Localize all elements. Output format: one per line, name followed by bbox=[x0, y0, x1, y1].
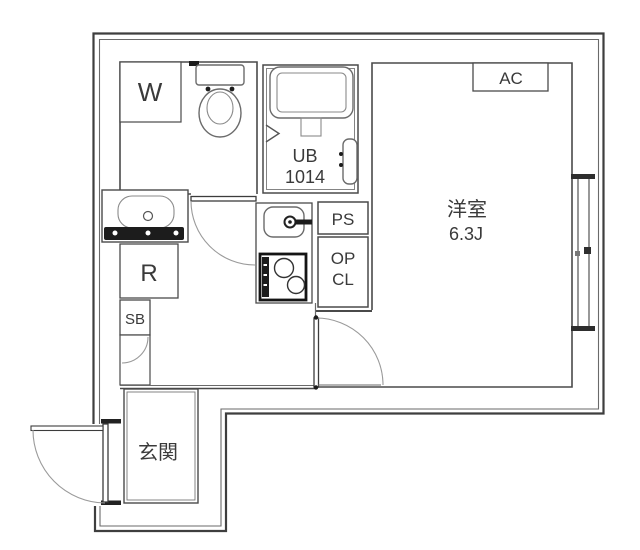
entrance-inner-wall bbox=[126, 391, 196, 501]
shoe-box-label: SB bbox=[125, 311, 145, 328]
pipe-space-label: PS bbox=[332, 210, 355, 229]
refrigerator-label: R bbox=[140, 260, 157, 287]
washer-label: W bbox=[138, 77, 163, 107]
western-room-size-label: 6.3J bbox=[449, 224, 483, 244]
western-room-door bbox=[313, 315, 384, 390]
perimeter-outer-line bbox=[92, 32, 605, 533]
refrigerator-space: R bbox=[119, 243, 179, 299]
western-room-label: 洋室 bbox=[447, 198, 487, 221]
washer-space bbox=[119, 61, 182, 123]
shoe-box-door-arc bbox=[121, 336, 149, 364]
hallway: R SB bbox=[101, 189, 316, 390]
bath-faucet-icon bbox=[300, 117, 322, 137]
entrance-door bbox=[30, 419, 121, 505]
washroom-door-leaf bbox=[190, 195, 257, 202]
western-room: AC 洋室 6.3J bbox=[313, 62, 595, 390]
pipe-space: PS bbox=[317, 201, 369, 235]
window-icon bbox=[571, 174, 595, 331]
perimeter-inner-line bbox=[98, 38, 600, 527]
unit-bath-label: UB bbox=[292, 146, 317, 166]
air-conditioner-label: AC bbox=[499, 69, 523, 88]
exterior-walls bbox=[92, 32, 605, 533]
western-room-walls bbox=[316, 62, 573, 388]
entrance-label: 玄関 bbox=[138, 441, 178, 464]
bathtub-icon bbox=[269, 66, 354, 119]
shoe-box: SB bbox=[119, 299, 151, 386]
unit-bath-size-label: 1014 bbox=[285, 167, 325, 187]
bath-basin-icon bbox=[339, 138, 358, 185]
unit-bath: UB 1014 bbox=[262, 64, 359, 194]
vanity-icon bbox=[101, 189, 189, 243]
washroom-door-arc bbox=[190, 200, 256, 266]
entrance-walls bbox=[123, 388, 199, 504]
kitchen-sink-icon bbox=[263, 206, 312, 238]
entrance: 玄関 bbox=[30, 388, 199, 505]
stove-icon bbox=[258, 252, 308, 302]
bath-folding-door-icon bbox=[265, 124, 281, 143]
toilet-icon bbox=[189, 61, 245, 138]
closet-label-cl: CL bbox=[332, 270, 354, 289]
closet-label-op: OP bbox=[331, 249, 356, 268]
washroom: W bbox=[119, 61, 258, 266]
kitchen bbox=[255, 202, 313, 304]
air-conditioner: AC bbox=[472, 62, 549, 92]
closet-opcl: OP CL bbox=[314, 236, 372, 319]
